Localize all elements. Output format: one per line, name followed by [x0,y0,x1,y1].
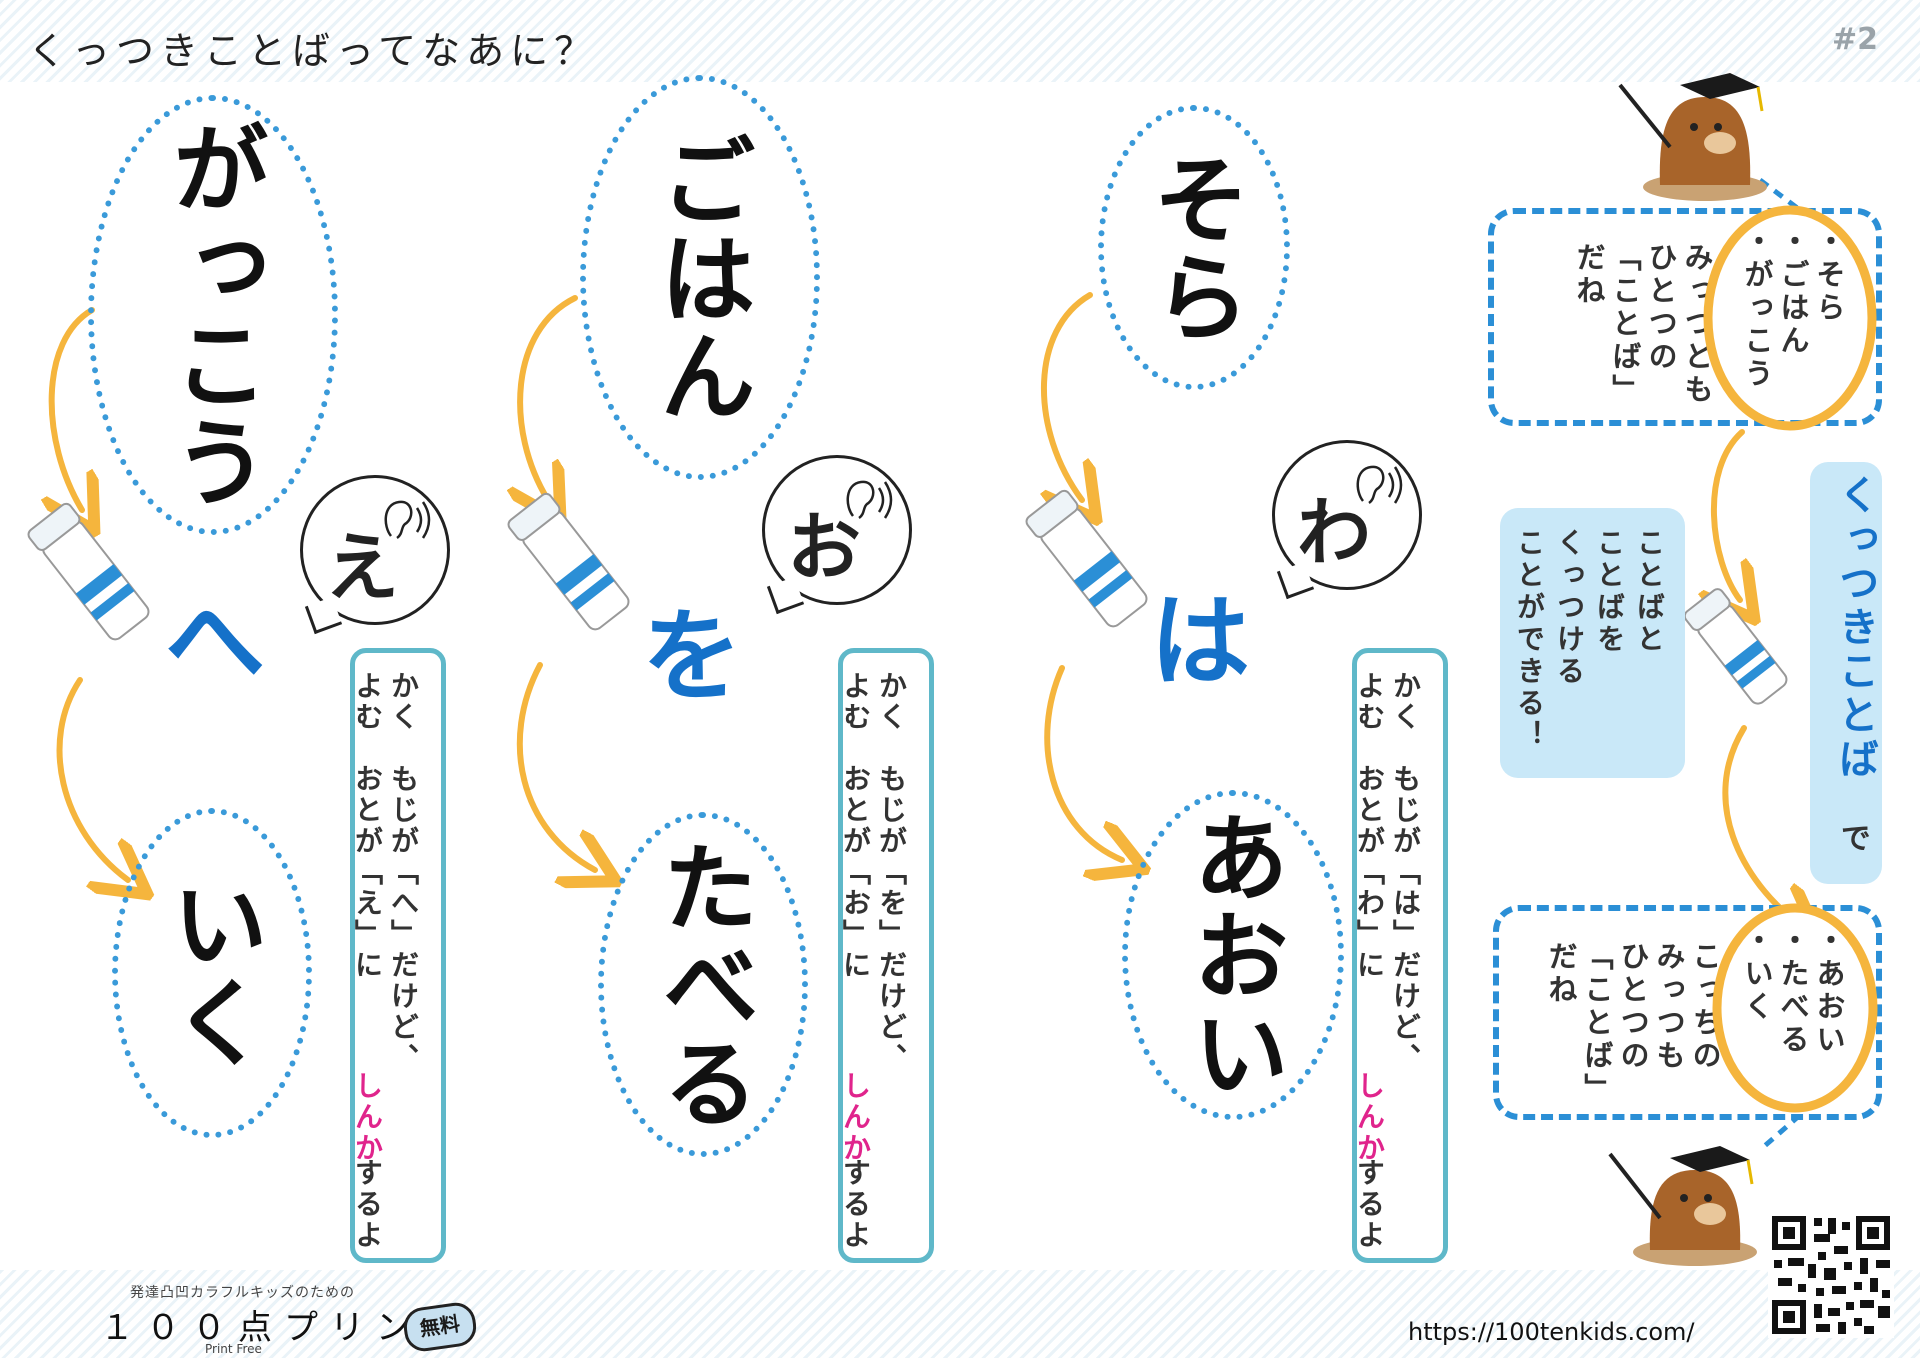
shinka-text-2: しんか [839,1071,872,1164]
sound-kana-1: え [325,525,399,611]
top-word-2: ごはん [643,130,756,425]
ear-icon [384,500,431,540]
page-number: #2 [1831,22,1878,57]
glue-stick-icon-1 [27,502,150,641]
arrow-4a [1714,429,1742,600]
top-word-oval-2 [580,75,820,480]
panel-line: ことができる！ [1513,528,1546,752]
info-box-2: ・あおい ・たべる ・いく こっちの みっつも ひとつの 「ことば」 だね [1493,905,1882,1120]
box2-line: 「ことば」 [1580,941,1614,1106]
note-end-2: するよ [839,1158,872,1251]
sound-kana-3: わ [1297,490,1371,576]
top-word-3: そら [1137,149,1250,346]
panel-line: ことばと [1633,528,1666,656]
qr-code-icon[interactable] [1768,1212,1894,1338]
glue-stick-icon-2 [507,492,630,631]
arrow-1a [52,307,92,510]
note-end-3: するよ [1353,1158,1386,1251]
keyword-panel: くっつきことば で [1810,462,1882,884]
connector-bottom [1758,1113,1802,1152]
sound-bubble-2: お [762,455,912,615]
arrow-2a [520,295,578,500]
bottom-word-oval-2 [598,812,808,1157]
box1-item: ・ごはん [1776,226,1810,358]
footer-band [0,1270,1920,1358]
top-word-1: がっこう [156,119,269,511]
arrow-3b [1044,665,1122,860]
box2-item: ・たべる [1776,925,1810,1057]
note-line1-2: かく もじが「を」だけど、 [875,671,908,1074]
particle-3: は [1150,583,1250,700]
panel-line: ことばを [1593,528,1626,656]
note-line2-1: よむ おとが「え」に [351,671,384,981]
box2-line: ひとつの [1616,941,1650,1073]
panel-line: くっつける [1553,528,1586,688]
top-word-oval-1 [88,95,338,535]
connector-top [1758,178,1802,212]
highlight-circle-1 [1703,205,1877,431]
bottom-word-oval-3 [1122,790,1344,1120]
note-box-1: かく もじが「へ」だけど、 よむ おとが「え」に しんか するよ [350,648,446,1263]
note-end-1: するよ [351,1158,384,1251]
ear-icon [1356,465,1403,505]
arrow-4b [1722,725,1800,925]
glue-stick-icon-3 [1025,489,1148,628]
box1-item: ・そら [1812,226,1846,325]
note-line1-3: かく もじが「は」だけど、 [1389,671,1422,1074]
sound-bubble-3: わ [1272,440,1422,600]
glue-stick-icon-4 [1683,588,1788,705]
note-box-3: かく もじが「は」だけど、 よむ おとが「わ」に しんか するよ [1352,648,1448,1263]
keyword-suffix: で [1835,822,1870,856]
header-band [0,0,1920,82]
arrow-2b [516,662,595,870]
box1-line: だね [1572,242,1606,308]
note-line1-1: かく もじが「へ」だけど、 [387,671,420,1074]
explain-panel: ことばと ことばを くっつける ことができる！ [1500,508,1685,778]
box2-item: ・あおい [1812,925,1846,1057]
footer-print-free: Print Free [205,1342,262,1356]
bottom-word-oval-1 [112,808,312,1138]
note-line2-3: よむ おとが「わ」に [1353,671,1386,981]
mole-teacher-icon [1618,73,1767,201]
sound-kana-2: お [787,505,861,591]
site-url-link[interactable]: https://100tenkids.com/ [1408,1318,1695,1346]
info-box-1: ・そら ・ごはん ・がっこう みっつとも ひとつの 「ことば」 だね [1488,208,1882,426]
footer-brand: １００点プリント [100,1308,468,1348]
shinka-text-3: しんか [1353,1071,1386,1164]
bottom-word-3: あおい [1176,808,1289,1102]
ear-icon [846,480,893,520]
arrow-1b [56,677,128,880]
mole-teacher-icon [1608,1146,1757,1266]
box2-line: だね [1544,941,1578,1007]
box1-line: 「ことば」 [1608,242,1642,407]
box1-item: ・がっこう [1740,226,1774,391]
bottom-word-1: いく [155,875,268,1071]
particle-2: を [642,598,742,715]
box1-line: ひとつの [1644,242,1678,374]
keyword-text: くっつきことば [1832,474,1878,782]
shinka-text-1: しんか [351,1071,384,1164]
sound-bubble-1: え [300,475,450,635]
bottom-word-2: たべる [646,837,759,1132]
box2-line: みっつも [1652,941,1686,1073]
arrow-3a [1044,292,1090,500]
note-box-2: かく もじが「を」だけど、 よむ おとが「お」に しんか するよ [838,648,934,1263]
highlight-circle-2 [1712,903,1878,1113]
note-line2-2: よむ おとが「お」に [839,671,872,981]
footer-tagline: 発達凸凹カラフルキッズのための [130,1285,355,1301]
particle-1: へ [165,583,265,700]
top-word-oval-3 [1098,105,1290,390]
page-title: くっつきことばってなあに？ [28,29,599,73]
box2-item: ・いく [1740,925,1774,1024]
